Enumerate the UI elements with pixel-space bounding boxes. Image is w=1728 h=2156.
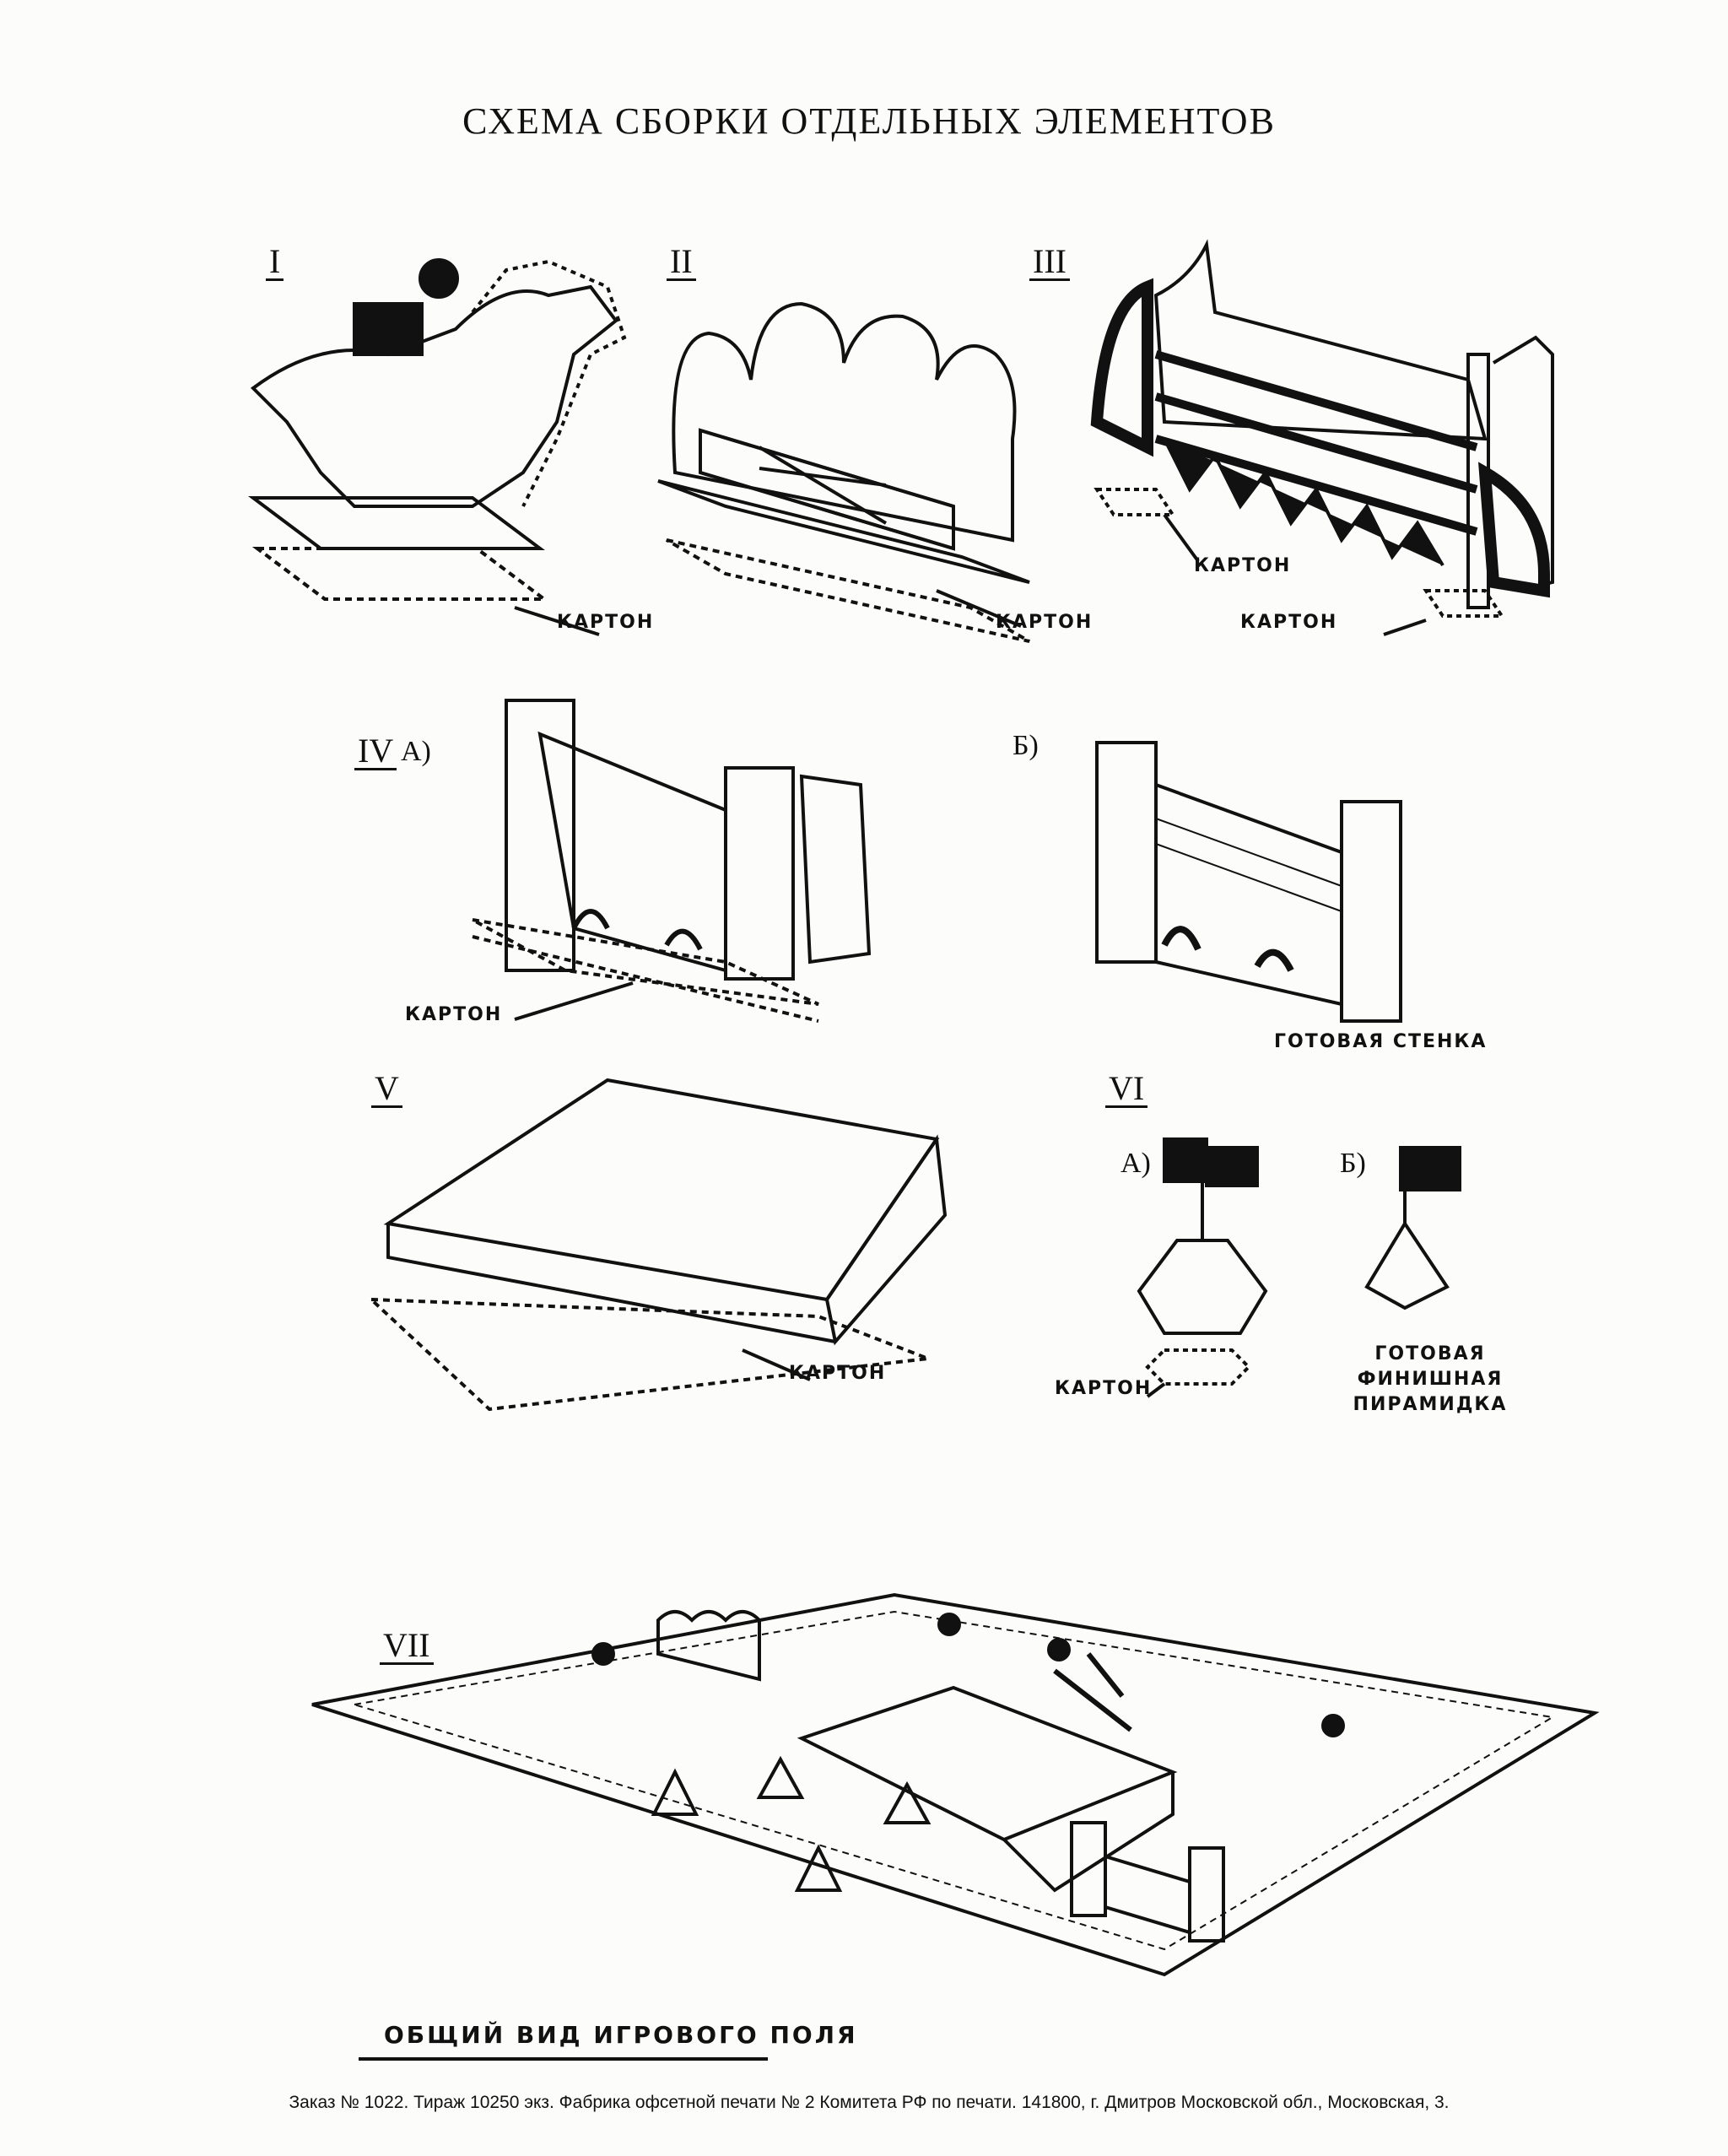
fence-gate-figure [1090,239,1554,618]
finished-wall-caption: ГОТОВАЯ СТЕНКА [1274,1031,1488,1052]
section-number-7: VII [380,1629,434,1665]
wall-assembly-figure [472,699,872,1023]
finish-pyramid-caption: ГОТОВАЯ ФИНИШНАЯ ПИРАМИДКА [1304,1342,1557,1418]
finished-wall-figure [1095,741,1402,1023]
carton-label-4: КАРТОН [405,1004,503,1025]
finish-pyramid-caption-line1: ГОТОВАЯ ФИНИШНАЯ [1357,1343,1504,1390]
section-number-4: IV [354,734,397,770]
section-number-1: I [266,245,284,281]
part-a-label-4: А) [401,736,431,767]
part-a-label-6: А) [1120,1148,1151,1179]
part-b-label-6: Б) [1340,1148,1366,1179]
carton-label-5: КАРТОН [789,1363,887,1384]
carton-label-6: КАРТОН [1055,1378,1153,1399]
field-overview-caption: ОБЩИЙ ВИД ИГРОВОГО ПОЛЯ [384,2021,858,2049]
carton-label-2: КАРТОН [996,612,1094,633]
hedge-figure [657,301,1030,643]
ramp-figure [366,1078,948,1412]
horse-rider-figure [250,258,627,508]
section-number-6: VI [1105,1072,1148,1108]
section-number-3: III [1029,245,1070,281]
section-number-2: II [667,245,696,281]
section-number-5: V [371,1072,402,1108]
finish-pyramid-caption-line2: ПИРАМИДКА [1353,1394,1508,1415]
carton-base-1 [248,496,549,601]
part-b-label-4: Б) [1012,730,1039,761]
finish-pyramid-figures [1137,1137,1461,1386]
imprint-footer: Заказ № 1022. Тираж 10250 экз. Фабрика о… [289,2093,1450,2112]
page-title: СХЕМА СБОРКИ ОТДЕЛЬНЫХ ЭЛЕМЕНТОВ [462,100,1276,142]
carton-label-3b: КАРТОН [1240,612,1338,633]
game-field-overview [311,1592,1600,1977]
carton-label-3a: КАРТОН [1194,555,1292,576]
carton-label-1: КАРТОН [557,612,655,633]
